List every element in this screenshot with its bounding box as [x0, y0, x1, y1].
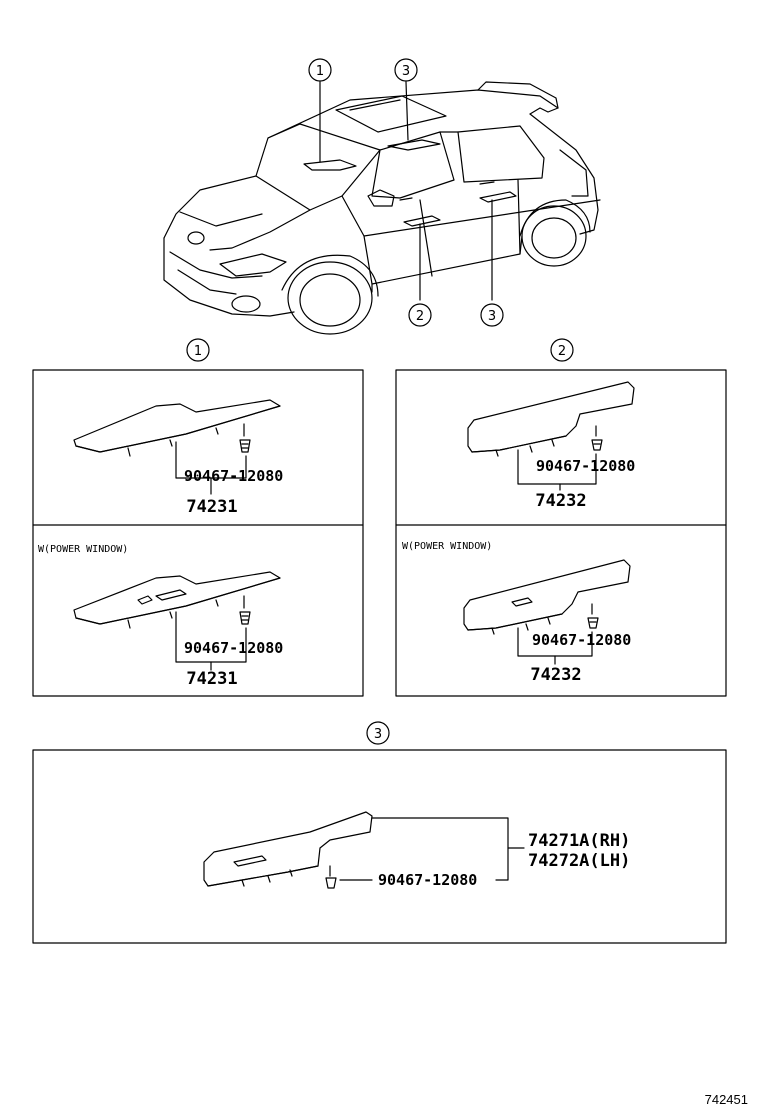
clip-icon — [239, 595, 251, 625]
trim-panel-74231-power-window — [73, 571, 281, 629]
panel-3-frame — [32, 749, 727, 944]
trim-panel-74231 — [73, 399, 281, 457]
clip-part-number: 90467-12080 — [532, 631, 631, 649]
part-number: 74232 — [535, 491, 586, 511]
panel-2-frame — [395, 369, 727, 697]
callout-3-label: 3 — [488, 309, 496, 324]
callout-1-top — [308, 58, 332, 82]
clip-icon — [591, 425, 603, 451]
car-illustration — [163, 81, 601, 335]
callout-3-car — [480, 303, 504, 327]
clip-part-number: 90467-12080 — [184, 639, 283, 657]
clip-icon — [239, 423, 251, 453]
callout-2-section — [550, 338, 574, 362]
callout-2-car — [408, 303, 432, 327]
variant-caption: W(POWER WINDOW) — [402, 541, 492, 552]
part-number: 74231 — [186, 497, 237, 517]
clip-icon — [587, 603, 599, 629]
panel-1-frame — [32, 369, 364, 697]
part-number-lh: 74272A(LH) — [528, 851, 630, 871]
variant-caption: W(POWER WINDOW) — [38, 544, 128, 555]
callout-2-label: 2 — [416, 309, 424, 324]
callout-1-label: 1 — [194, 344, 202, 359]
clip-icon — [325, 865, 337, 889]
part-number: 74232 — [530, 665, 581, 685]
callout-3-label: 3 — [374, 727, 382, 742]
callout-2-label: 2 — [558, 344, 566, 359]
clip-part-number: 90467-12080 — [378, 871, 477, 889]
clip-part-number: 90467-12080 — [184, 467, 283, 485]
trim-panel-74232-power-window — [463, 559, 631, 635]
clip-part-number: 90467-12080 — [536, 457, 635, 475]
callout-3-section — [366, 721, 390, 745]
trim-panel-74271a-74272a — [203, 811, 373, 887]
callout-1-label: 1 — [316, 64, 324, 79]
diagram-reference-number: 742451 — [705, 1092, 748, 1107]
part-number: 74231 — [186, 669, 237, 689]
trim-panel-74232 — [467, 381, 635, 457]
callout-1-section — [186, 338, 210, 362]
callout-3-top — [394, 58, 418, 82]
callout-3-label: 3 — [402, 64, 410, 79]
part-number-rh: 74271A(RH) — [528, 831, 630, 851]
